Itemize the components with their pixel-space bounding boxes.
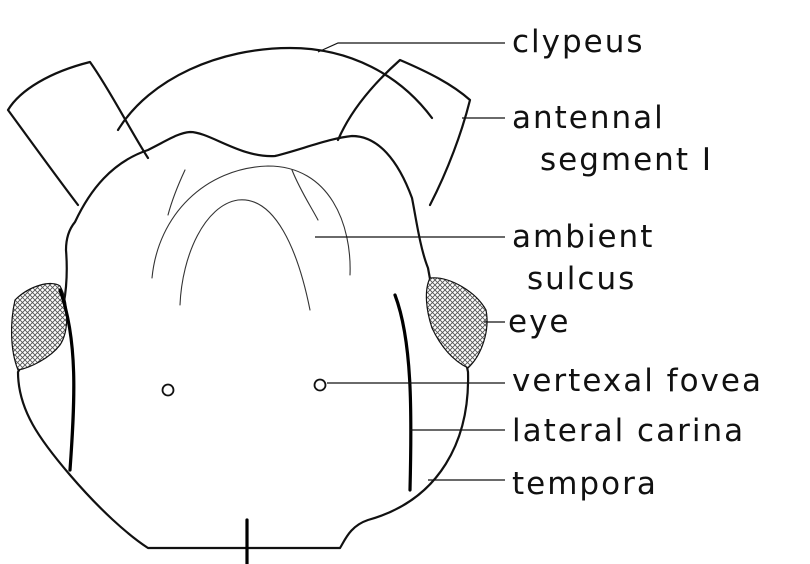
left-antenna-segment — [8, 62, 148, 205]
label-tempora: tempora — [512, 466, 658, 502]
label-vertexal-fovea: vertexal fovea — [512, 363, 763, 399]
label-lateral-carina: lateral carina — [512, 413, 745, 449]
sulcus-bridge-left — [168, 170, 185, 215]
label-antennal: antennal — [512, 100, 665, 136]
right-vertexal-fovea — [315, 380, 326, 391]
head-capsule-outline — [18, 132, 468, 548]
left-vertexal-fovea — [163, 385, 174, 396]
left-eye — [12, 284, 67, 370]
label-sulcus: sulcus — [527, 261, 636, 297]
ambient-sulcus-outer — [152, 166, 350, 278]
label-segment-i: segment I — [540, 142, 713, 178]
ambient-sulcus-inner — [180, 200, 310, 310]
label-ambient: ambient — [512, 219, 654, 255]
right-lateral-carina — [395, 295, 411, 490]
label-clypeus: clypeus — [512, 24, 645, 60]
sulcus-bridge-right — [292, 170, 318, 220]
clypeus-leader — [318, 43, 505, 52]
clypeus-outline — [118, 48, 432, 130]
right-antenna-segment — [338, 60, 470, 205]
right-eye — [426, 278, 487, 368]
label-eye: eye — [508, 304, 571, 340]
